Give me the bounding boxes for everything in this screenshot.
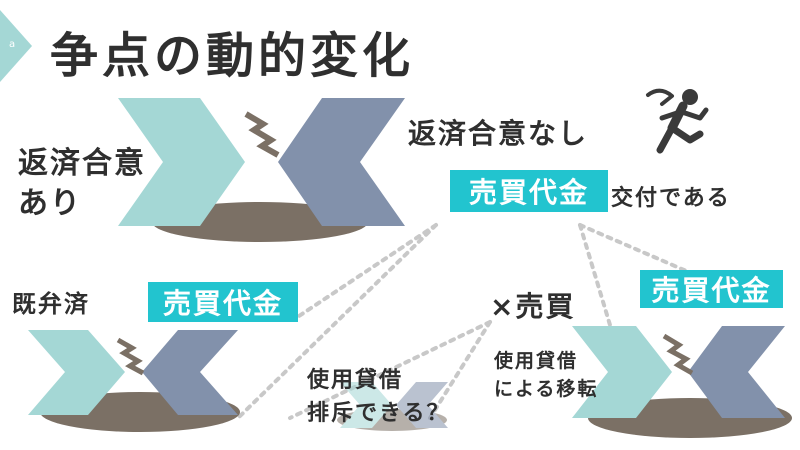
label-repay-agree-yes-line1: 返済合意 [18, 146, 146, 181]
label-already-repaid: 既弁済 [12, 290, 90, 318]
connector-cross-mid [428, 320, 492, 420]
connector-to-left-badge [294, 223, 438, 320]
label-cross-sale: ×売買 [490, 290, 576, 323]
chevron-teal-top [118, 98, 245, 226]
label-loan-transfer-line1: 使用貸借 [494, 350, 579, 372]
connector-to-left-bottom [236, 223, 438, 420]
label-delivered: 交付である [611, 186, 731, 211]
chevron-teal-bottom-right [572, 326, 672, 418]
connector-to-right-top [578, 223, 767, 307]
badge-sale-price-left: 売買代金 [148, 282, 298, 322]
sparkle-zigzag-icon [662, 333, 694, 376]
diagram-bottom-middle [337, 382, 448, 431]
chevron-teal-bottom-left [28, 330, 125, 415]
connector-to-right-badge [578, 223, 612, 327]
page-title: 争点の動的変化 [50, 28, 415, 84]
running-figure-icon [646, 88, 709, 154]
sparkle-zigzag-icon [244, 111, 280, 158]
slide-number: a [9, 39, 16, 50]
label-loan-excluded-line2: 排斥できる？ [307, 401, 451, 426]
diagram-top [118, 98, 405, 242]
label-loan-excluded-line1: 使用貸借 [307, 368, 404, 393]
sparkle-zigzag-icon [116, 337, 145, 376]
badge-sale-price-top: 売買代金 [450, 170, 608, 212]
chevron-slate-bottom-left [142, 330, 238, 415]
diagram-bottom-left [28, 330, 240, 432]
chevron-slate-top [278, 98, 405, 226]
chevron-slate-bottom-right [688, 326, 785, 418]
dotted-connectors [236, 223, 767, 420]
connector-cross-left [288, 320, 492, 420]
badge-sale-price-right: 売買代金 [640, 270, 783, 308]
label-loan-transfer-line2: による移転 [494, 378, 599, 400]
slide-number-tab [0, 10, 32, 82]
label-repay-agree-no: 返済合意なし [408, 117, 589, 150]
chevron-teal-bottom-middle [340, 382, 392, 428]
diagram-bottom-right [572, 326, 792, 438]
label-repay-agree-yes-line2: あり [18, 186, 82, 221]
chevron-slate-bottom-middle [396, 382, 448, 428]
